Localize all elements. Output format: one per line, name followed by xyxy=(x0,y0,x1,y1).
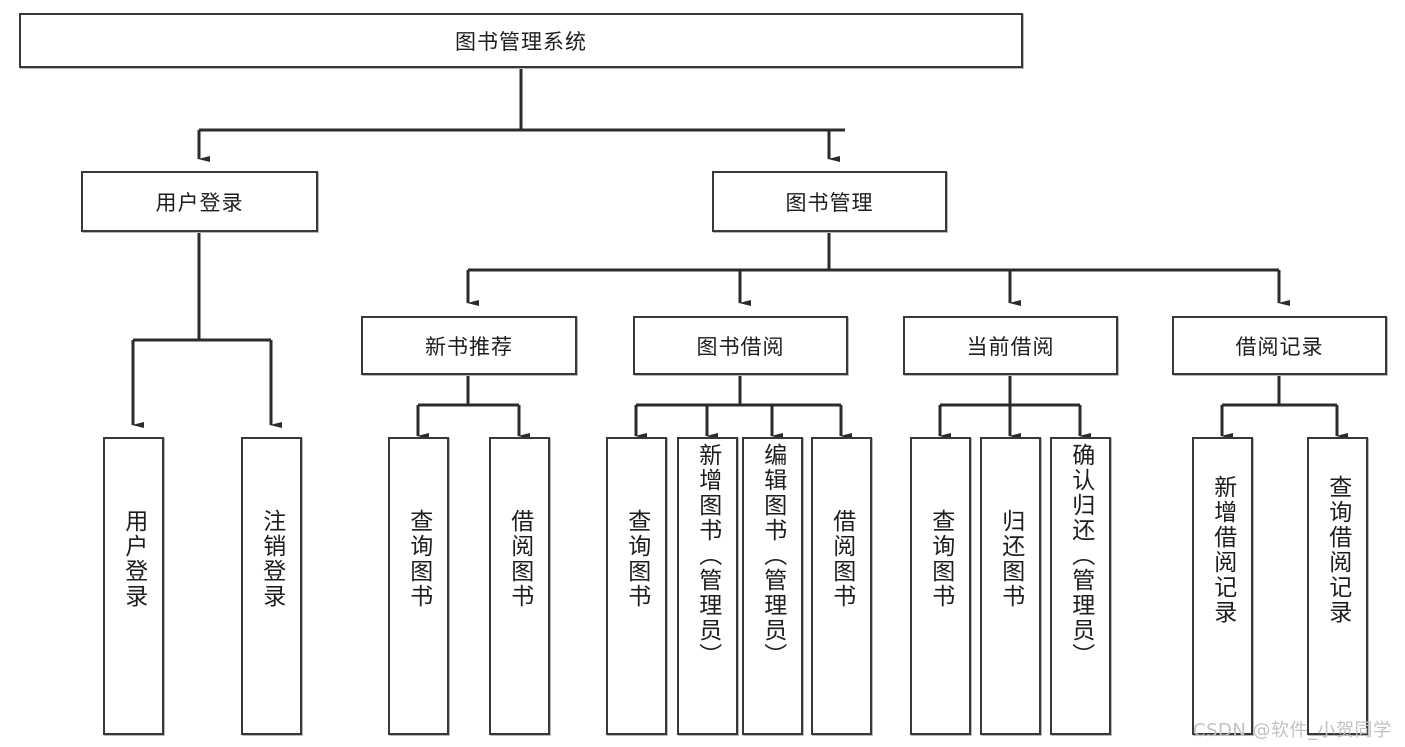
node-user-login-label: 用户登录 xyxy=(155,190,244,215)
leaf-logout[interactable]: 注销登录 xyxy=(241,437,302,735)
leaf-add-borrow-record[interactable]: 新增借阅记录 xyxy=(1192,437,1253,735)
csdn-watermark: CSDN @软件_小贺同学 xyxy=(1193,720,1392,741)
node-new-book-recommend-label: 新书推荐 xyxy=(425,334,513,359)
leaf-user-login-label: 用户登录 xyxy=(120,509,147,609)
leaf-query-book-borrow-label: 查询图书 xyxy=(623,509,650,609)
leaf-query-borrow-record[interactable]: 查询借阅记录 xyxy=(1307,437,1368,735)
leaf-query-book-current[interactable]: 查询图书 xyxy=(910,437,971,735)
leaf-return-book-label: 归还图书 xyxy=(997,509,1024,609)
leaf-user-login[interactable]: 用户登录 xyxy=(103,437,164,735)
leaf-borrow-book-recommend[interactable]: 借阅图书 xyxy=(489,437,550,735)
leaf-query-book-recommend-label: 查询图书 xyxy=(405,509,432,609)
node-user-login[interactable]: 用户登录 xyxy=(81,171,318,232)
node-book-management[interactable]: 图书管理 xyxy=(712,171,947,232)
leaf-confirm-return-admin[interactable]: 确认归还（管理员） xyxy=(1050,437,1111,735)
leaf-return-book[interactable]: 归还图书 xyxy=(980,437,1041,735)
leaf-logout-label: 注销登录 xyxy=(258,509,285,609)
leaf-add-book-admin[interactable]: 新增图书（管理员） xyxy=(677,437,738,735)
leaf-add-borrow-record-label: 新增借阅记录 xyxy=(1209,475,1236,625)
leaf-query-borrow-record-label: 查询借阅记录 xyxy=(1324,475,1351,625)
leaf-query-book-borrow[interactable]: 查询图书 xyxy=(606,437,667,735)
node-book-borrow-label: 图书借阅 xyxy=(696,334,785,359)
leaf-borrow-book-recommend-label: 借阅图书 xyxy=(506,509,533,609)
node-borrow-record-label: 借阅记录 xyxy=(1235,334,1324,359)
node-root[interactable]: 图书管理系统 xyxy=(19,13,1023,68)
node-current-borrow-label: 当前借阅 xyxy=(966,334,1055,359)
leaf-query-book-current-label: 查询图书 xyxy=(927,509,954,609)
leaf-edit-book-admin[interactable]: 编辑图书（管理员） xyxy=(742,437,803,735)
leaf-confirm-return-admin-label: 确认归还（管理员） xyxy=(1067,443,1094,668)
leaf-borrow-book-label: 借阅图书 xyxy=(828,509,855,609)
node-book-management-label: 图书管理 xyxy=(785,190,874,215)
node-current-borrow[interactable]: 当前借阅 xyxy=(903,316,1118,375)
node-borrow-record[interactable]: 借阅记录 xyxy=(1172,316,1387,375)
leaf-edit-book-admin-label: 编辑图书（管理员） xyxy=(759,443,786,668)
node-root-label: 图书管理系统 xyxy=(455,29,587,54)
leaf-add-book-admin-label: 新增图书（管理员） xyxy=(694,443,721,668)
node-new-book-recommend[interactable]: 新书推荐 xyxy=(361,316,577,375)
leaf-query-book-recommend[interactable]: 查询图书 xyxy=(388,437,449,735)
leaf-borrow-book[interactable]: 借阅图书 xyxy=(811,437,872,735)
node-book-borrow[interactable]: 图书借阅 xyxy=(633,316,848,375)
